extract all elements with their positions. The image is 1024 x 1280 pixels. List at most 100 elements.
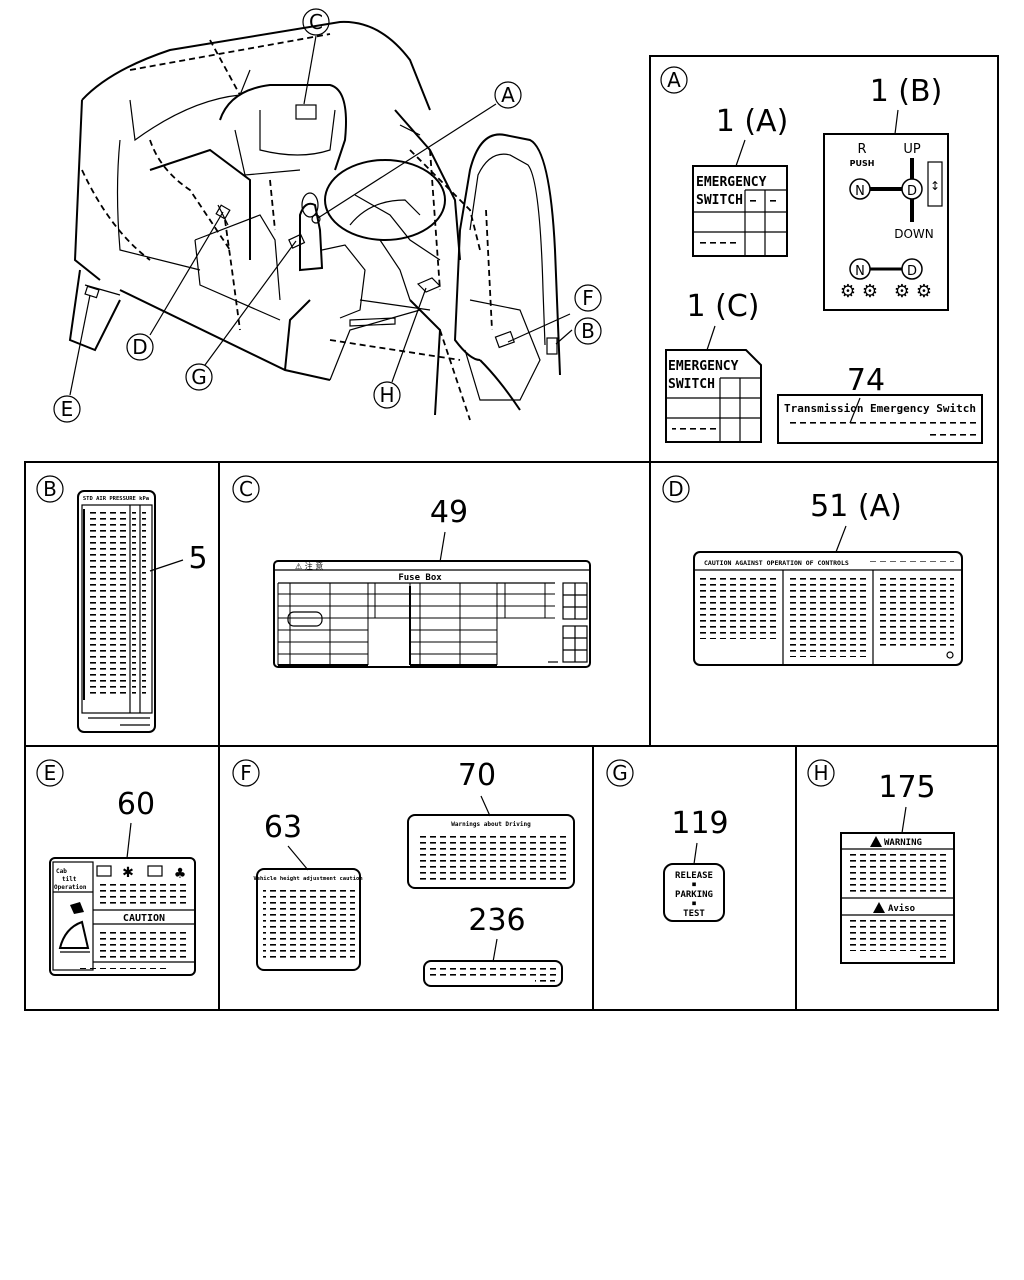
part-number-119: 119 xyxy=(671,806,728,841)
svg-text:CAUTION AGAINST OPERATION OF C: CAUTION AGAINST OPERATION OF CONTROLS xyxy=(704,559,849,567)
panel-h: H 175 WARNING Aviso xyxy=(807,759,955,964)
gear-icon: ⚙ xyxy=(862,281,878,302)
svg-text:WARNING: WARNING xyxy=(884,838,922,848)
label-emergency-switch-a: EMERGENCY SWITCH xyxy=(692,165,788,257)
svg-text:STD AIR PRESSURE kPa: STD AIR PRESSURE kPa xyxy=(83,496,149,502)
svg-text:C: C xyxy=(239,477,253,501)
svg-text:Transmission Emergency Switch: Transmission Emergency Switch xyxy=(784,402,976,415)
callout-circle-d: D xyxy=(126,333,154,361)
svg-text:G: G xyxy=(191,365,207,389)
label-emergency-switch-c: EMERGENCY SWITCH xyxy=(665,349,762,443)
label-warning-aviso: WARNING Aviso xyxy=(840,832,955,964)
panel-e: E 60 Cab tilt Operation ✱ ♣ CAUTION xyxy=(36,759,196,976)
svg-text:⚠ 注 意: ⚠ 注 意 xyxy=(295,561,323,571)
cab-illustration xyxy=(68,20,561,421)
svg-text:Warnings about Driving: Warnings about Driving xyxy=(451,821,531,828)
label-cab-tilt-caution: Cab tilt Operation ✱ ♣ CAUTION xyxy=(49,857,196,976)
label-fuse-box: ⚠ 注 意 Fuse Box xyxy=(273,560,591,668)
panel-f: F 63 Vehicle height adjustment caution 7… xyxy=(232,758,575,987)
gear-icon: ⚙ xyxy=(894,281,910,302)
svg-text:H: H xyxy=(813,761,828,785)
gear-icon: ✱ xyxy=(122,865,134,881)
part-number-1b: 1 (B) xyxy=(870,74,943,109)
label-vehicle-height-caution: Vehicle height adjustment caution xyxy=(253,868,363,971)
part-number-60: 60 xyxy=(117,787,155,822)
svg-text:B: B xyxy=(581,319,595,343)
svg-text:D: D xyxy=(668,477,683,501)
svg-text:Aviso: Aviso xyxy=(888,903,915,914)
callout-circle-a: A xyxy=(494,81,522,109)
part-number-236: 236 xyxy=(468,903,525,938)
svg-text:RELEASE: RELEASE xyxy=(675,871,713,881)
svg-text:PARKING: PARKING xyxy=(675,890,713,900)
svg-text:H: H xyxy=(379,383,394,407)
part-number-1c: 1 (C) xyxy=(687,289,760,324)
label-release-parking-test: RELEASE ■ PARKING ■ TEST xyxy=(663,863,725,922)
panel-c: C 49 ⚠ 注 意 Fuse Box xyxy=(232,475,591,668)
callout-circle-b: B xyxy=(574,317,602,345)
svg-text:F: F xyxy=(582,286,594,310)
svg-text:B: B xyxy=(43,477,57,501)
gear-icon: ⚙ xyxy=(840,281,856,302)
svg-text:N: N xyxy=(855,184,865,199)
part-number-1a: 1 (A) xyxy=(716,104,789,139)
svg-text:♣: ♣ xyxy=(174,866,187,882)
svg-text:A: A xyxy=(667,68,681,92)
callout-circle-h: H xyxy=(373,381,401,409)
svg-text:D: D xyxy=(132,335,147,359)
svg-text:↕: ↕ xyxy=(930,179,940,193)
part-number-5: 5 xyxy=(188,541,207,576)
panel-d: D 51 (A) CAUTION AGAINST OPERATION OF CO… xyxy=(662,475,963,666)
svg-text:DOWN: DOWN xyxy=(894,227,934,241)
svg-text:■: ■ xyxy=(692,900,696,907)
svg-text:R: R xyxy=(857,142,866,157)
part-number-175: 175 xyxy=(878,770,935,805)
svg-text:Fuse Box: Fuse Box xyxy=(398,573,442,583)
warning-icon xyxy=(873,902,885,913)
label-tire-air-pressure: STD AIR PRESSURE kPa xyxy=(77,490,156,733)
callout-leaders xyxy=(69,35,573,396)
label-236 xyxy=(423,960,563,987)
panel-g: G 119 RELEASE ■ PARKING ■ TEST xyxy=(606,759,729,922)
part-number-51a: 51 (A) xyxy=(810,489,902,524)
gear-icon: ⚙ xyxy=(916,281,932,302)
svg-text:■: ■ xyxy=(692,881,696,888)
svg-text:G: G xyxy=(612,761,628,785)
panel-grid xyxy=(24,55,999,1011)
svg-text:E: E xyxy=(44,761,57,785)
svg-text:SWITCH: SWITCH xyxy=(668,377,715,392)
svg-text:SWITCH: SWITCH xyxy=(696,193,743,208)
svg-text:N: N xyxy=(855,264,865,279)
callout-circle-c: C xyxy=(302,8,330,36)
svg-text:EMERGENCY: EMERGENCY xyxy=(696,175,767,190)
svg-text:F: F xyxy=(240,761,252,785)
svg-text:tilt: tilt xyxy=(62,876,77,883)
svg-text:A: A xyxy=(501,83,515,107)
svg-text:UP: UP xyxy=(903,142,921,157)
callout-circle-e: E xyxy=(53,395,81,423)
callout-circle-f: F xyxy=(574,284,602,312)
label-transmission-emergency-switch: Transmission Emergency Switch xyxy=(777,394,983,444)
svg-text:C: C xyxy=(309,10,323,34)
svg-text:Vehicle height adjustment caut: Vehicle height adjustment caution xyxy=(253,875,362,882)
label-caution-operation-of-controls: CAUTION AGAINST OPERATION OF CONTROLS xyxy=(693,551,963,666)
part-number-70: 70 xyxy=(458,758,496,793)
svg-text:CAUTION: CAUTION xyxy=(123,913,165,924)
label-warnings-about-driving: Warnings about Driving xyxy=(407,814,575,889)
svg-text:D: D xyxy=(907,184,917,199)
svg-text:Operation: Operation xyxy=(54,884,87,891)
label-shift-pattern: R PUSH UP DOWN N D ↕ N D ⚙ ⚙ ⚙ ⚙ xyxy=(823,133,949,311)
part-number-63: 63 xyxy=(264,810,302,845)
svg-text:EMERGENCY: EMERGENCY xyxy=(668,359,739,374)
svg-text:E: E xyxy=(61,397,74,421)
svg-text:PUSH: PUSH xyxy=(850,159,875,168)
warning-icon xyxy=(870,836,882,847)
svg-text:D: D xyxy=(907,264,917,279)
part-number-49: 49 xyxy=(430,495,468,530)
panel-b: B 5 STD AIR PRESSURE kPa xyxy=(36,475,208,733)
part-number-74: 74 xyxy=(847,363,885,398)
svg-text:TEST: TEST xyxy=(683,909,705,919)
callout-circle-g: G xyxy=(185,363,213,391)
svg-text:Cab: Cab xyxy=(56,868,67,875)
